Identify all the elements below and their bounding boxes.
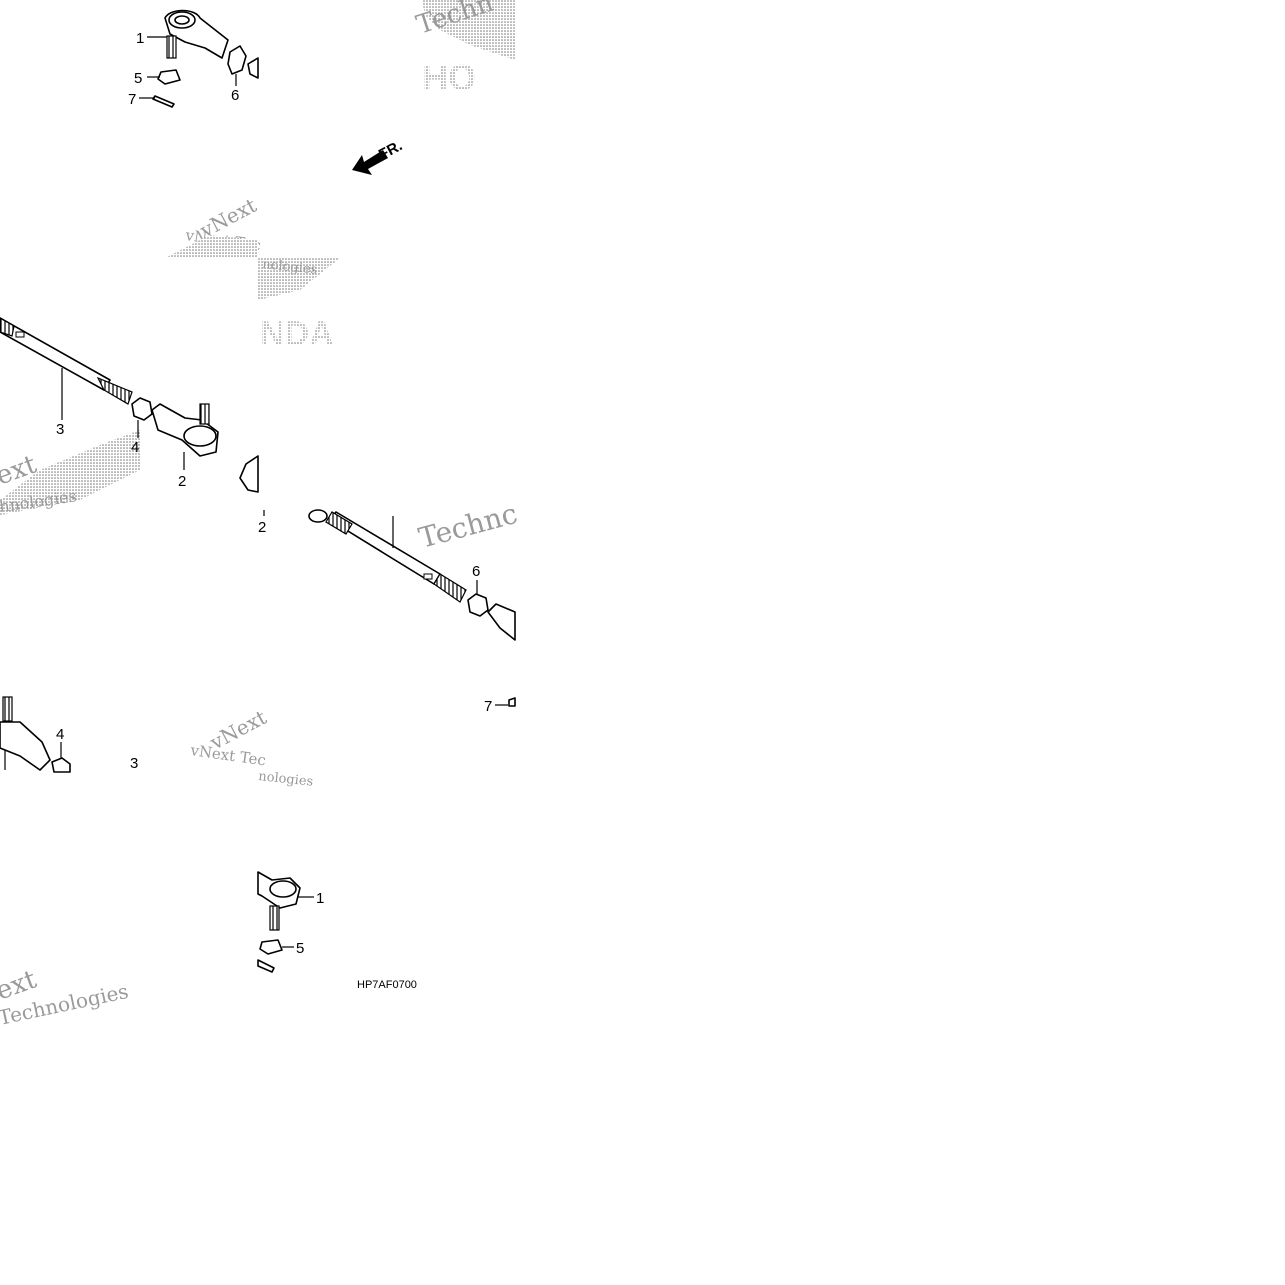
callout-3-lower: 3 — [130, 755, 138, 772]
nologies-watermark-low: nologies — [258, 769, 314, 790]
ball-joint-hole — [174, 15, 190, 25]
cotter-pin-7 — [152, 95, 175, 108]
lower-left-tie-rod-end-group: 4 3 — [0, 696, 138, 773]
tie-rod-end-right-fragment — [487, 603, 516, 641]
callout-5-top: 5 — [134, 70, 142, 87]
nologies-watermark-mid: nologies — [262, 257, 318, 278]
ball-stud-thread — [166, 35, 177, 59]
dotted-area-mid — [165, 235, 258, 258]
tie-rod-end-2-socket — [183, 425, 217, 447]
castle-nut-5 — [157, 69, 181, 85]
tie-rod-end-lower-left — [0, 721, 51, 771]
diagram-code: HP7AF0700 — [357, 979, 417, 991]
tie-rod-3-thread-left — [96, 376, 133, 405]
partial-tie-rod-end-right-edge — [239, 455, 259, 493]
left-tie-rod-assembly: 3 4 2 — [0, 317, 259, 493]
tie-rod-end-2-stud — [199, 403, 210, 425]
honda-wing-watermark-mid — [258, 258, 340, 300]
callout-4-left: 4 — [131, 439, 139, 456]
upper-left-tie-rod-end-group: 1 5 7 6 — [128, 9, 259, 108]
honda-watermark-ho: HO — [422, 57, 476, 98]
callout-7-right: 7 — [484, 698, 492, 715]
callout-5-lower: 5 — [296, 940, 304, 957]
tie-rod-3-end-thread — [0, 317, 15, 337]
callout-7-top: 7 — [128, 91, 136, 108]
honda-watermark-nda: NDA — [260, 315, 334, 353]
callout-4-lower: 4 — [56, 726, 64, 743]
callout-2-right: 2 — [258, 519, 266, 536]
castle-nut-5-lower — [259, 939, 283, 955]
wrench-flat-right — [423, 573, 433, 580]
cotter-pin-7-right-fragment — [508, 697, 516, 707]
lower-stud-thread — [2, 696, 13, 722]
wrench-flat — [15, 331, 25, 338]
callout-6-right: 6 — [472, 563, 480, 580]
front-direction-indicator: FR. — [352, 137, 405, 175]
hnologies-watermark-left: hnologies — [0, 486, 78, 516]
honda-wing-watermark-left — [0, 430, 140, 515]
tie-rod-end-2-right-fragment — [308, 509, 328, 523]
right-tie-rod-assembly: 2 6 7 — [258, 509, 516, 715]
lower-tie-rod-end-group: 1 5 — [257, 871, 324, 973]
tie-rod-stub-top — [247, 57, 259, 79]
cotter-pin-lower — [257, 959, 275, 973]
tie-rod-3-thread-right-a — [325, 511, 353, 535]
honda-wing-watermark-top — [422, 0, 515, 60]
callout-1-lower: 1 — [316, 890, 324, 907]
callout-3-left: 3 — [56, 421, 64, 438]
front-arrow-icon — [352, 150, 388, 175]
technc-watermark-right: Technc — [415, 497, 521, 555]
tie-rod-3-left — [0, 317, 111, 391]
lock-nut-4-left — [131, 397, 153, 421]
callout-2-left: 2 — [178, 473, 186, 490]
lock-nut-6-right — [467, 593, 489, 617]
tie-rod-end-1-lower-stud — [269, 905, 280, 931]
callout-6-top: 6 — [231, 87, 239, 104]
tie-rod-end-1-lower-socket — [269, 880, 297, 898]
lock-nut-4-lower — [51, 757, 71, 773]
tie-rod-3-thread-right-b — [433, 573, 467, 603]
callout-1-top: 1 — [136, 30, 144, 47]
lock-nut-6-top — [227, 45, 247, 75]
